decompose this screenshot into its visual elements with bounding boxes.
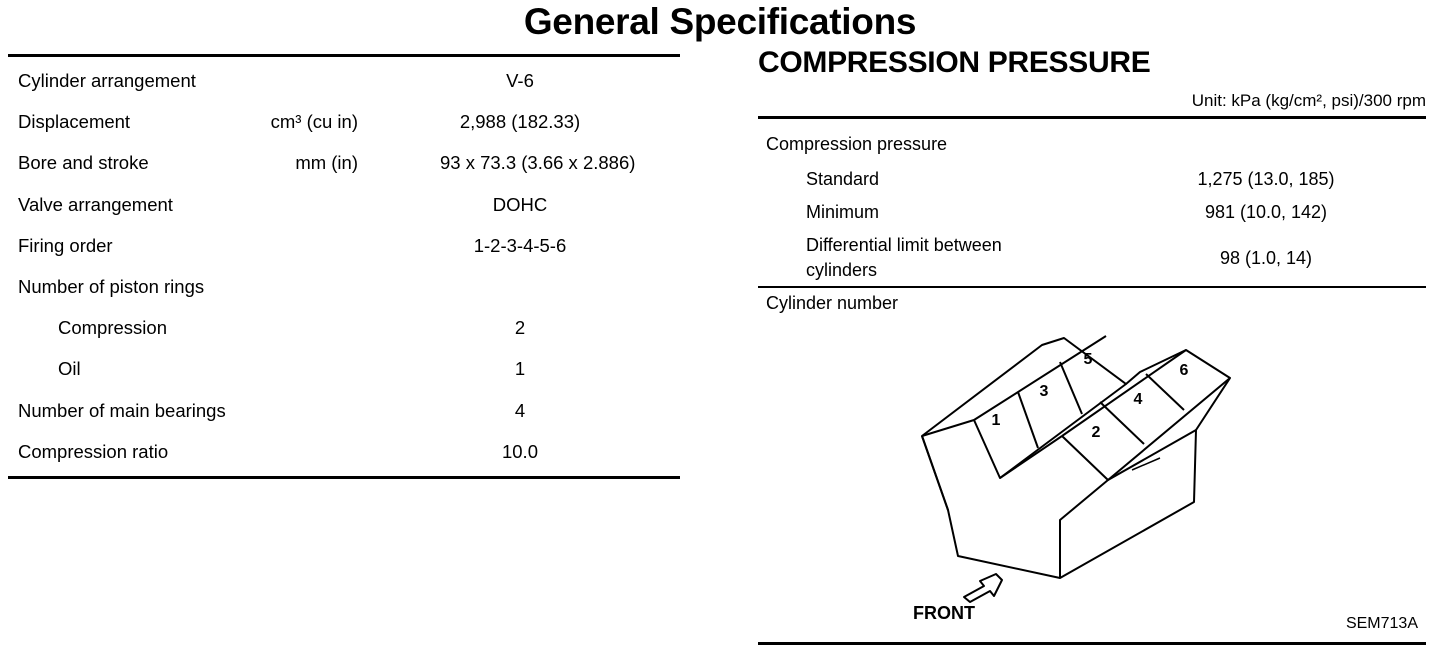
page-title: General Specifications xyxy=(523,1,917,42)
spec-label: Compression ratio xyxy=(18,440,169,462)
block-lower-line xyxy=(921,435,949,511)
cylinder-divider xyxy=(1059,361,1083,415)
cylinder-label-1: 1 xyxy=(992,412,1001,429)
standard-value: 1,275 (13.0, 185) xyxy=(1197,169,1335,189)
differential-row: Differential limit between cylinders 98 … xyxy=(766,235,1426,283)
cylinder-number-diagram: 1 2 3 4 5 6 FRONT xyxy=(913,335,1231,623)
spec-value: DOHC xyxy=(492,193,548,215)
spec-value: 4 xyxy=(514,399,526,421)
spec-row: Compression 2 xyxy=(10,304,680,345)
cylinder-divider xyxy=(1017,391,1039,449)
differential-value: 98 (1.0, 14) xyxy=(1219,248,1313,268)
spec-value: 93 x 73.3 (3.66 x 2.886) xyxy=(440,152,636,174)
table-top-rule xyxy=(8,54,680,57)
spec-label: Oil xyxy=(58,358,81,380)
spec-value: 2 xyxy=(514,317,526,339)
spec-row: Firing order 1-2-3-4-5-6 xyxy=(10,222,680,263)
spec-label: Compression xyxy=(58,317,167,339)
compression-group-label: Compression pressure xyxy=(766,134,948,154)
spec-label: Firing order xyxy=(18,234,113,256)
spec-unit: cm³ (cu in) xyxy=(270,111,358,133)
minimum-label: Minimum xyxy=(806,202,880,222)
spec-label: Number of piston rings xyxy=(18,275,205,297)
left-bank-ridge xyxy=(921,335,1107,437)
spec-row: Oil 1 xyxy=(10,345,680,386)
spec-row: Cylinder arrangement V-6 xyxy=(10,57,680,98)
section-bottom-rule xyxy=(758,642,1426,645)
front-arrow-icon xyxy=(963,573,1003,603)
cylinder-label-6: 6 xyxy=(1180,362,1189,379)
spec-row: Number of piston rings xyxy=(10,263,680,304)
spec-row: Bore and stroke mm (in) 93 x 73.3 (3.66 x … xyxy=(10,139,680,180)
spec-value: 1 xyxy=(514,358,526,380)
unit-note: Unit: kPa (kg/cm², psi)/300 rpm xyxy=(1191,91,1426,110)
cylinder-label-4: 4 xyxy=(1134,391,1143,408)
spec-row: Valve arrangement DOHC xyxy=(10,181,680,222)
spec-row: Compression ratio 10.0 xyxy=(10,428,680,469)
spec-label: Number of main bearings xyxy=(18,399,226,421)
spec-label: Cylinder arrangement xyxy=(18,70,196,91)
spec-value: 2,988 (182.33) xyxy=(459,111,581,133)
front-label: FRONT xyxy=(913,603,975,623)
cylinder-divider xyxy=(1099,401,1145,445)
spec-value: V-6 xyxy=(506,70,534,91)
spec-value: 10.0 xyxy=(501,440,538,462)
block-lower-line xyxy=(999,435,1063,479)
minimum-value: 981 (10.0, 142) xyxy=(1204,202,1328,222)
spec-value: 1-2-3-4-5-6 xyxy=(473,234,567,256)
unit-rule xyxy=(758,116,1426,119)
cylinder-number-label: Cylinder number xyxy=(766,293,899,313)
table-bottom-rule xyxy=(8,476,680,479)
spec-row: Displacement cm³ (cu in) 2,988 (182.33) xyxy=(10,98,680,139)
right-bank-ridge xyxy=(1061,349,1187,437)
section-title: COMPRESSION PRESSURE xyxy=(758,46,1151,79)
spec-label: Displacement xyxy=(18,111,131,133)
left-bank-face xyxy=(973,383,1127,479)
block-lower-line xyxy=(1131,457,1161,471)
spec-unit: mm (in) xyxy=(295,152,358,174)
standard-label: Standard xyxy=(806,169,880,189)
cylinder-label-5: 5 xyxy=(1084,351,1093,368)
cylinder-label-3: 3 xyxy=(1040,383,1049,400)
cylinder-divider xyxy=(1145,373,1185,411)
differential-label-line2: cylinders xyxy=(806,260,878,280)
differential-label-line1: Differential limit between xyxy=(806,235,1002,255)
cylinder-label-2: 2 xyxy=(1092,424,1101,441)
spec-label: Bore and stroke xyxy=(18,152,149,174)
block-lower-line xyxy=(1107,429,1197,481)
block-lower-line xyxy=(1059,479,1109,578)
spec-row: Number of main bearings 4 xyxy=(10,387,680,428)
differential-rule xyxy=(758,286,1426,288)
figure-id: SEM713A xyxy=(1345,615,1418,632)
spec-label: Valve arrangement xyxy=(18,193,173,215)
